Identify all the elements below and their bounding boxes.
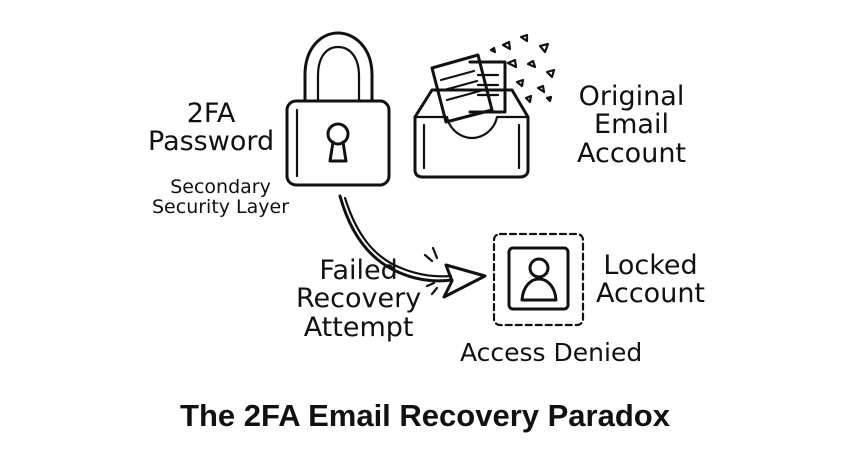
locked-account-label: Locked Account [596, 250, 706, 310]
locked-user-icon [492, 232, 585, 327]
diagram-title: The 2FA Email Recovery Paradox [180, 398, 670, 433]
padlock-icon [285, 31, 391, 187]
email-inbox-icon [413, 33, 556, 179]
curved-arrow-icon [338, 194, 487, 299]
password-title: 2FA Password [148, 98, 275, 158]
email-account-label: Original Email Account [577, 81, 687, 169]
failed-attempt-label: Failed Recovery Attempt [296, 255, 422, 343]
access-denied-label: Access Denied [460, 338, 643, 367]
password-subtitle: Secondary Security Layer [152, 176, 290, 218]
